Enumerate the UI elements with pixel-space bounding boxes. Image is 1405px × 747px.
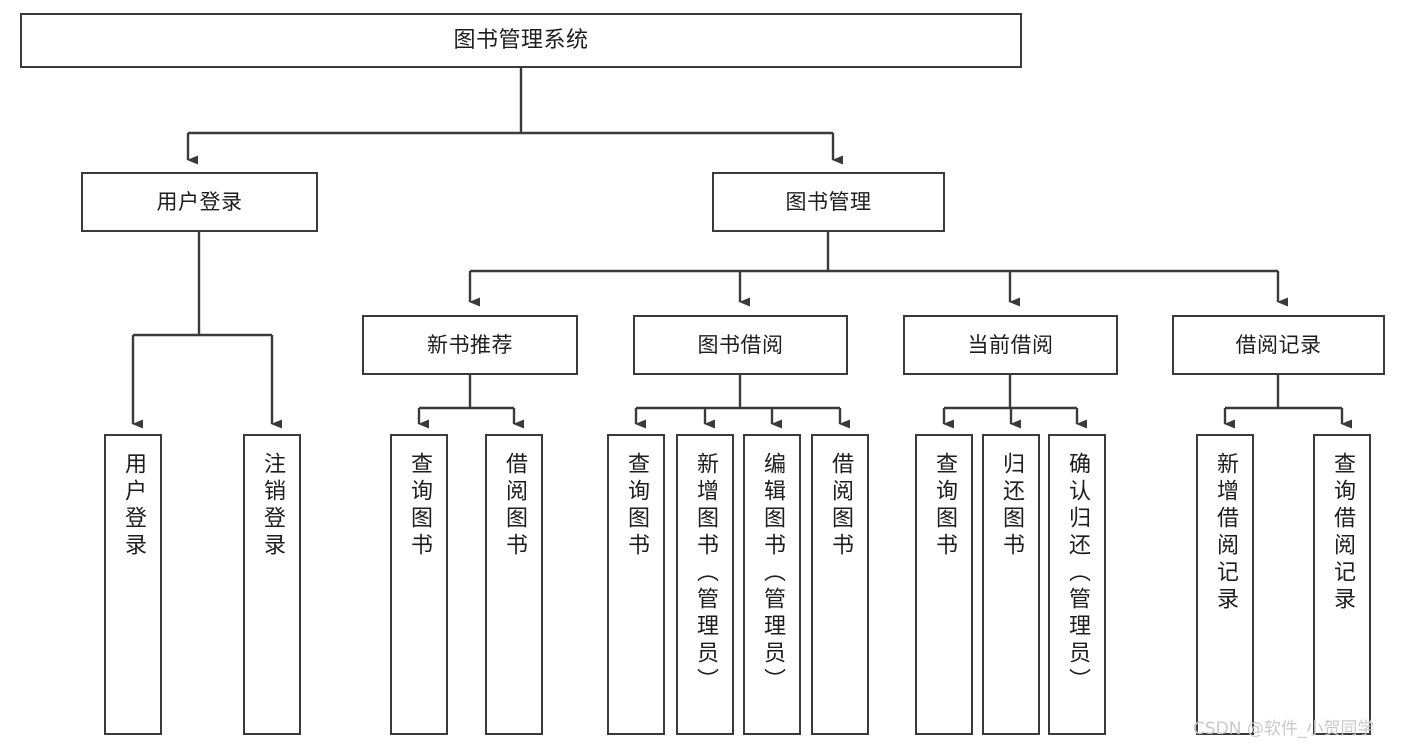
leaf-borrow-edit-book-admin[interactable]: 编辑图书（管理员） <box>743 434 801 735</box>
node-label: 当前借阅 <box>967 332 1054 357</box>
node-label: 查询图书 <box>407 452 432 560</box>
node-label: 借阅图书 <box>828 452 853 560</box>
leaf-record-add-record[interactable]: 新增借阅记录 <box>1196 434 1254 735</box>
leaf-newbook-borrow-book[interactable]: 借阅图书 <box>485 434 543 735</box>
node-label: 图书借阅 <box>697 332 784 357</box>
node-root-library-system[interactable]: 图书管理系统 <box>20 13 1022 68</box>
node-user-login[interactable]: 用户登录 <box>81 172 318 232</box>
node-label: 新增图书（管理员） <box>693 452 718 695</box>
leaf-borrow-borrow-book[interactable]: 借阅图书 <box>811 434 869 735</box>
leaf-current-confirm-return-admin[interactable]: 确认归还（管理员） <box>1048 434 1106 735</box>
leaf-user-login[interactable]: 用户登录 <box>104 434 162 735</box>
leaf-current-return-book[interactable]: 归还图书 <box>982 434 1040 735</box>
leaf-record-query-record[interactable]: 查询借阅记录 <box>1313 434 1371 735</box>
node-label: 用户登录 <box>121 452 146 560</box>
watermark-text: CSDN @软件_小贺同学 <box>1193 719 1375 739</box>
node-label: 新书推荐 <box>427 332 513 357</box>
node-label: 用户登录 <box>156 189 243 214</box>
node-borrow-record[interactable]: 借阅记录 <box>1172 315 1385 375</box>
node-label: 图书管理 <box>785 189 872 214</box>
node-label: 注销登录 <box>260 452 285 560</box>
leaf-logout[interactable]: 注销登录 <box>243 434 301 735</box>
leaf-newbook-query-book[interactable]: 查询图书 <box>390 434 448 735</box>
node-label: 查询借阅记录 <box>1330 452 1355 614</box>
node-new-book-recommend[interactable]: 新书推荐 <box>362 315 578 375</box>
node-label: 归还图书 <box>999 452 1024 560</box>
leaf-current-query-book[interactable]: 查询图书 <box>915 434 973 735</box>
node-current-borrow[interactable]: 当前借阅 <box>903 315 1118 375</box>
node-label: 图书管理系统 <box>453 27 589 53</box>
node-label: 确认归还（管理员） <box>1065 452 1090 695</box>
leaf-borrow-add-book-admin[interactable]: 新增图书（管理员） <box>676 434 734 735</box>
node-label: 编辑图书（管理员） <box>760 452 785 695</box>
node-label: 新增借阅记录 <box>1213 452 1238 614</box>
node-book-borrow[interactable]: 图书借阅 <box>633 315 848 375</box>
node-book-management[interactable]: 图书管理 <box>712 172 945 232</box>
node-label: 查询图书 <box>932 452 957 560</box>
node-label: 借阅图书 <box>502 452 527 560</box>
node-label: 查询图书 <box>624 452 649 560</box>
node-label: 借阅记录 <box>1235 332 1322 357</box>
leaf-borrow-query-book[interactable]: 查询图书 <box>607 434 665 735</box>
